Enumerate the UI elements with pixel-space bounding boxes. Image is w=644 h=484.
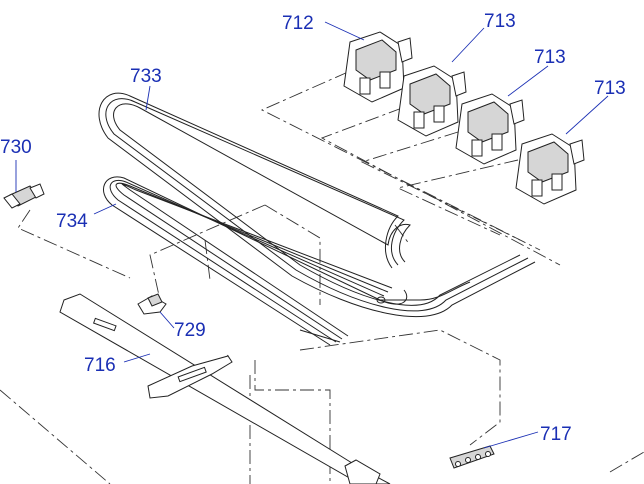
leader-lines bbox=[15, 21, 609, 449]
connector-717 bbox=[449, 445, 495, 469]
callout-729: 729 bbox=[174, 320, 206, 341]
callout-730: 730 bbox=[0, 137, 32, 158]
callout-733: 733 bbox=[130, 66, 162, 87]
assembly-phantom-lines bbox=[0, 71, 644, 484]
clip-730 bbox=[3, 183, 45, 209]
damper-unit-713-a bbox=[397, 65, 467, 137]
callout-717: 717 bbox=[540, 424, 572, 445]
callout-713-c: 713 bbox=[594, 78, 626, 99]
callout-712: 712 bbox=[282, 13, 314, 34]
callout-713-b: 713 bbox=[534, 47, 566, 68]
ink-tube-733 bbox=[98, 92, 536, 317]
callout-716: 716 bbox=[84, 355, 116, 376]
tube-bundle-734 bbox=[102, 176, 471, 346]
holder-729 bbox=[137, 293, 167, 315]
damper-unit-713-b bbox=[455, 93, 525, 165]
callout-734: 734 bbox=[56, 211, 88, 232]
damper-unit-712 bbox=[343, 31, 413, 103]
damper-unit-713-c bbox=[515, 133, 585, 205]
guide-plate-716 bbox=[59, 293, 391, 484]
callout-713-a: 713 bbox=[484, 11, 516, 32]
callout-labels: 712 713 713 713 733 730 734 729 716 717 bbox=[0, 11, 626, 445]
